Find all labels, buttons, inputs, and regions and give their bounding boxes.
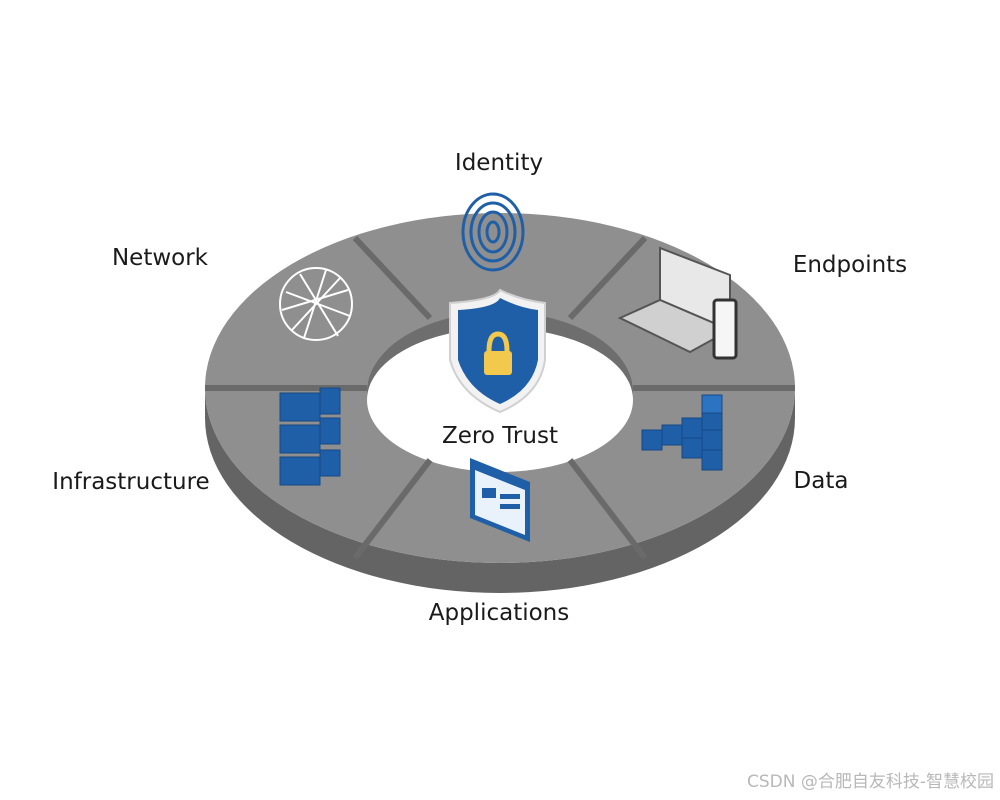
watermark-text: CSDN @合肥自友科技-智慧校园 bbox=[746, 772, 994, 792]
shield-lock-icon bbox=[449, 288, 546, 414]
network-label: Network bbox=[112, 245, 209, 271]
fingerprint-icon bbox=[461, 192, 525, 272]
center-label: Zero Trust bbox=[442, 423, 558, 449]
network-mesh-icon bbox=[279, 267, 353, 341]
infrastructure-label: Infrastructure bbox=[52, 469, 209, 495]
data-label: Data bbox=[794, 468, 849, 494]
endpoints-label: Endpoints bbox=[793, 252, 907, 278]
identity-label: Identity bbox=[455, 150, 543, 176]
data-blocks-icon bbox=[641, 394, 723, 471]
applications-label: Applications bbox=[429, 600, 570, 626]
server-rack-icon bbox=[279, 387, 341, 486]
app-window-icon bbox=[470, 458, 530, 542]
laptop-phone-icon bbox=[617, 246, 738, 360]
